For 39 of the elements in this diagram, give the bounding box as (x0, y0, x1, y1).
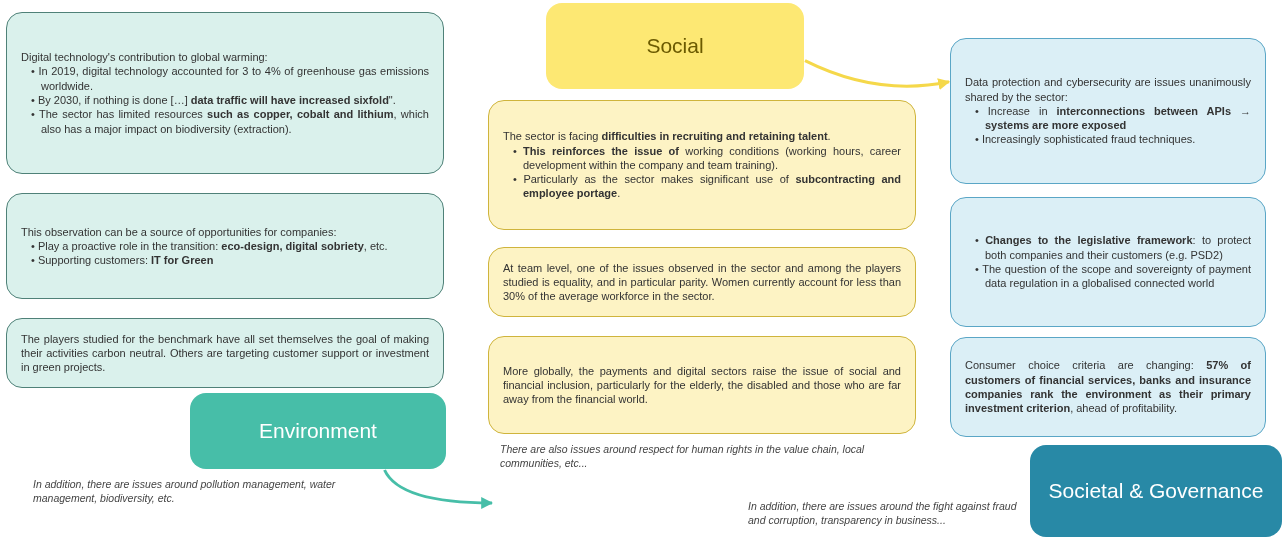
list-item: • In 2019, digital technology accounted for 3 to 4% of greenhouse gas emissions worldwide. (31, 64, 429, 93)
list-item: • Increase in interconnections between APIs → systems are more exposed (975, 103, 1251, 133)
list-item: • Play a proactive role in the transition: eco-design, digital sobriety, etc. (31, 238, 389, 254)
info-box (488, 100, 916, 230)
info-box (950, 38, 1266, 184)
info-box (6, 318, 444, 388)
list-item: • This reinforces the issue of working conditions (working hours, career development within the company and team training). (513, 143, 901, 173)
paragraph: At team level, one of the issues observed in the sector and among the players studied is equality, and in particular parity. Women currently account for less than 30% of the average workforce in the sector. (503, 260, 901, 304)
info-box (488, 247, 916, 317)
category-title: Environment (259, 417, 377, 444)
paragraph: Digital technology's contribution to global warming: (21, 50, 269, 65)
category-title: Societal & Governance (1048, 477, 1264, 504)
category-title-box (546, 3, 804, 89)
paragraph: This observation can be a source of opportunities for companies: (21, 224, 338, 239)
arrow (383, 469, 494, 509)
paragraph: More globally, the payments and digital sectors raise the issue of social and financial inclusion, particularly for the elderly, the disabled and those who are far away from the financial world. (503, 363, 901, 407)
list-item: • Increasingly sophisticated fraud techniques. (975, 132, 1197, 147)
info-box (950, 197, 1266, 327)
info-box (488, 336, 916, 434)
info-box (6, 193, 444, 299)
paragraph: Consumer choice criteria are changing: 57% of customers of financial services, banks and insurance companies rank the environment as their primary investment criterion, ahead of profitability. (965, 358, 1251, 416)
list-item: • By 2030, if nothing is done […] data traffic will have increased sixfold". (31, 93, 397, 108)
note: In addition, there are issues around pollution management, water management, biodiversity, etc. (33, 478, 337, 506)
list-item: • Supporting customers: IT for Green (31, 253, 215, 268)
category-title-box (190, 393, 446, 469)
info-box (6, 12, 444, 174)
list-item: • Changes to the legislative framework: to protect both companies and their customers (e.g. PSD2) (975, 233, 1251, 262)
paragraph: The sector is facing difficulties in recruiting and retaining talent. (503, 129, 832, 144)
note: There are also issues around respect for human rights in the value chain, local communities, etc... (500, 443, 866, 471)
note: In addition, there are issues around the fight against fraud and corruption, transparency in business... (748, 500, 1018, 528)
arrow (804, 59, 951, 90)
list-item: • Particularly as the sector makes significant use of subcontracting and employee portage. (513, 172, 901, 201)
paragraph: The players studied for the benchmark have all set themselves the goal of making their activities carbon neutral. Others are targeting customer support or investment in green projects. (21, 331, 429, 375)
paragraph: Data protection and cybersecurity are issues unanimously shared by the sector: (965, 75, 1251, 104)
category-title: Social (646, 32, 704, 59)
list-item: • The sector has limited resources such as copper, cobalt and lithium, which also has a major impact on biodiversity (extraction). (31, 107, 429, 136)
info-box (950, 337, 1266, 437)
list-item: • The question of the scope and sovereignty of payment data regulation in a globalised connected world (975, 262, 1251, 291)
category-title-box (1030, 445, 1282, 537)
